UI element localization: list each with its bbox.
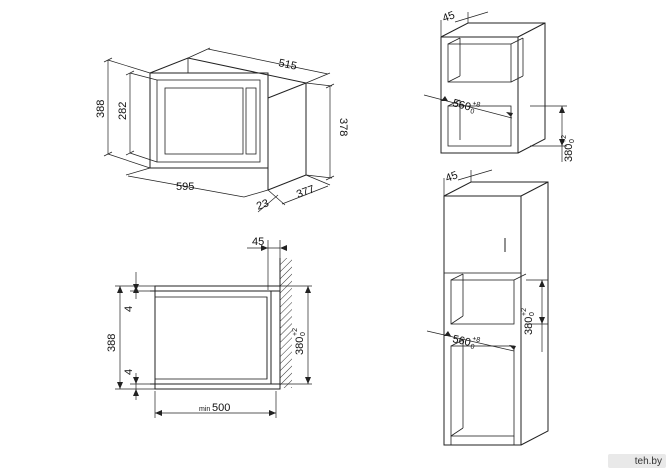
dim-388-front: 388: [95, 100, 107, 118]
dim-380-tall: 380: [523, 317, 535, 335]
dim-380-wall: 380: [563, 144, 575, 162]
dim-380-tall-sub: 0: [529, 312, 536, 316]
dim-45-wall: 45: [441, 9, 457, 24]
dim-560-wall-sub: 0: [469, 108, 475, 116]
oven-iso-view: 515 388 282 378 595 377 23: [95, 47, 349, 213]
dim-45-tall: 45: [444, 169, 460, 184]
dim-560-wall-sup: +8: [471, 100, 481, 109]
dim-560-wall: 560: [451, 97, 472, 113]
wall-cabinet-view: 45 560 +8 0 380 +2 0: [423, 9, 576, 162]
dim-282: 282: [117, 102, 129, 120]
dim-45-section: 45: [252, 236, 264, 248]
dim-380-tall-sup: +2: [521, 308, 528, 316]
dim-min-500: 500: [212, 402, 230, 414]
dim-560-tall-sub: 0: [470, 343, 475, 351]
dim-515: 515: [277, 57, 297, 73]
watermark-badge: [608, 454, 666, 468]
side-section-view: 45 388 4 4 380 +2 0 min 500: [106, 236, 312, 418]
dim-gap-top: 4: [123, 306, 135, 312]
watermark-text: teh.by: [634, 456, 662, 467]
dim-377: 377: [295, 183, 316, 201]
tall-cabinet-view: 45 560 +8 0 380 +2 0: [426, 169, 549, 446]
dim-gap-bottom: 4: [123, 369, 135, 375]
dim-388-section: 388: [106, 334, 118, 352]
dim-23: 23: [255, 197, 271, 212]
dim-380-section-sup: +2: [292, 328, 299, 336]
dim-380-section-sub: 0: [300, 332, 307, 336]
dim-380-section: 380: [294, 337, 306, 355]
dim-min-prefix: min: [199, 406, 210, 413]
dim-378: 378: [337, 118, 349, 136]
dim-380-wall-sup: +2: [561, 135, 568, 143]
dim-560-tall: 560: [451, 333, 472, 349]
dim-595: 595: [176, 181, 194, 193]
dim-560-tall-sup: +8: [471, 336, 480, 345]
dim-380-wall-sub: 0: [569, 139, 576, 143]
